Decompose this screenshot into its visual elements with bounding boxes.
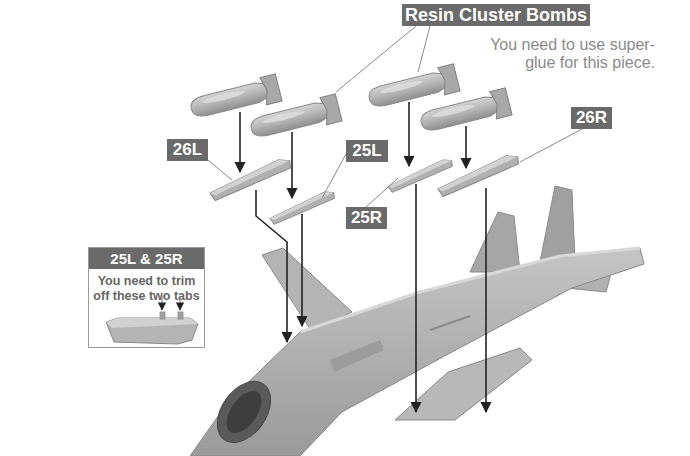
callout-number: 25L	[346, 140, 388, 162]
leader-line	[208, 160, 232, 180]
pylon-part	[436, 152, 521, 197]
cluster-bomb	[366, 64, 460, 113]
label-text: 25L	[352, 141, 381, 161]
inset-arrow	[179, 296, 180, 310]
inset-heading: 25L & 25R	[89, 248, 204, 269]
aircraft	[470, 212, 520, 272]
assembly-arrow	[408, 102, 410, 166]
assembly-arrow	[465, 126, 467, 168]
aircraft	[220, 385, 269, 439]
inset-pylon	[178, 312, 183, 319]
inset-pylon	[160, 312, 165, 319]
label-text: 26R	[576, 108, 607, 128]
assembly-arrow	[415, 184, 417, 412]
assembly-arrow	[256, 190, 287, 342]
aircraft	[206, 372, 281, 453]
leader-line	[520, 129, 582, 162]
leader-line	[366, 178, 398, 207]
assembly-arrow	[239, 112, 241, 172]
aircraft	[300, 248, 640, 332]
leader-line	[418, 26, 430, 72]
inset-arrow	[162, 296, 180, 310]
assembly-arrow	[240, 102, 486, 412]
instruction-note: You need to use super-glue for this piec…	[465, 36, 655, 72]
leader-line	[208, 26, 582, 207]
inset-arrow	[161, 296, 162, 310]
assembly-arrow	[301, 214, 303, 326]
assembly-arrow	[291, 132, 293, 198]
aircraft	[330, 340, 384, 372]
inset-pylon	[106, 318, 198, 344]
aircraft	[430, 316, 470, 330]
label-text: Resin Cluster Bombs	[405, 5, 587, 26]
aircraft	[190, 248, 644, 456]
callout-number: 26L	[167, 139, 208, 161]
part-group-label: Resin Cluster Bombs	[402, 4, 590, 26]
aircraft	[540, 186, 575, 262]
label-text: 25R	[351, 208, 382, 228]
cluster-bomb	[248, 94, 342, 143]
inset-pylon	[106, 318, 198, 328]
callout-number: 25R	[346, 207, 387, 229]
pylon-part	[208, 156, 293, 201]
leader-line	[336, 26, 416, 92]
cluster-bomb	[418, 88, 512, 137]
callout-number: 26R	[571, 107, 612, 129]
leader-line	[322, 154, 346, 198]
detail-inset: 25L & 25RYou need to trim off these two …	[88, 247, 205, 348]
aircraft	[190, 186, 644, 456]
inset-text: You need to trim off these two tabs	[89, 269, 204, 304]
label-text: 26L	[173, 140, 202, 160]
assembly-arrow	[485, 188, 487, 412]
inset-pylon	[106, 312, 198, 344]
